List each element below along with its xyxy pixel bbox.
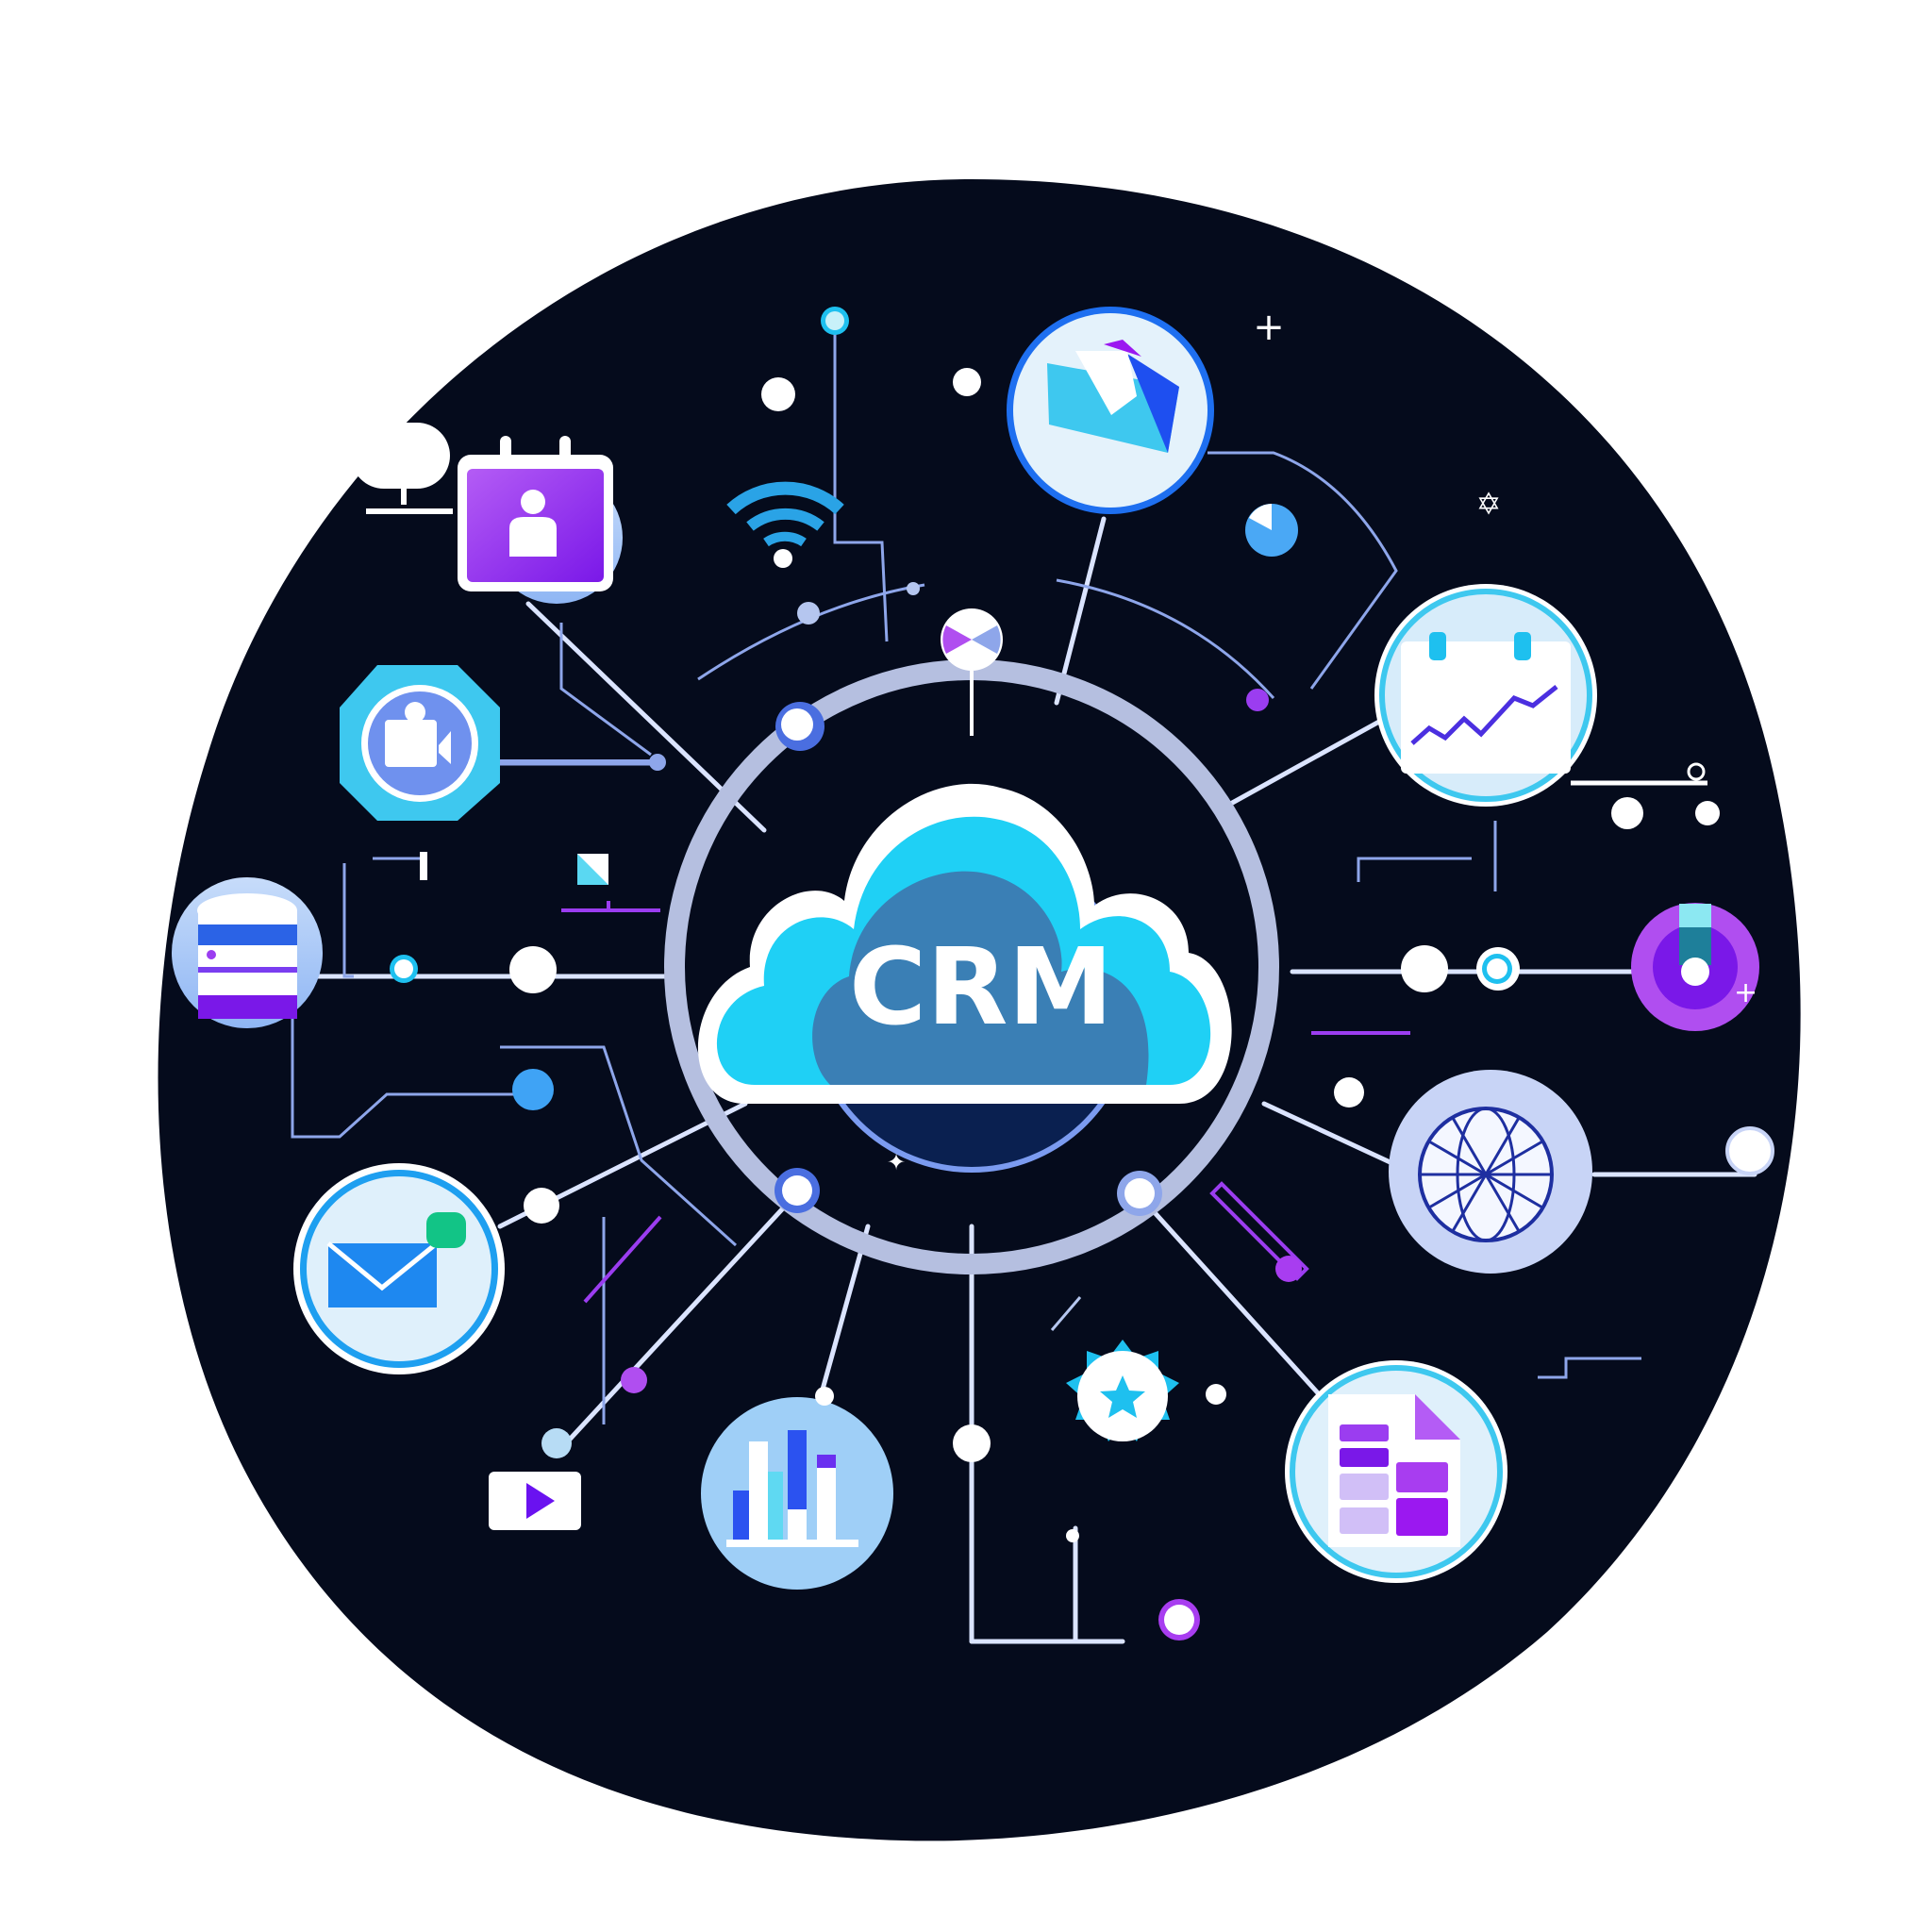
purple-node [1246,689,1269,711]
chat-bubble-node[interactable] [351,423,453,514]
email-chat-node[interactable] [293,1163,505,1374]
blue-node [512,1069,554,1110]
star-badge-node[interactable] [1066,1340,1179,1441]
pie-chart-ring-node [941,608,1003,736]
hash-marks [1050,1296,1082,1331]
purple-node [621,1367,647,1393]
document-report-node[interactable] [1285,1360,1507,1583]
database-node[interactable] [172,877,323,1028]
thin-lines [291,325,1641,1424]
six-point-star-icon: ✡ [1476,486,1502,522]
bar-chart-node[interactable] [701,1397,893,1590]
slider-dot [1275,1256,1302,1282]
connector-lines [308,516,1757,1644]
globe-network-node[interactable] [1389,1070,1592,1274]
plus-icon: + [1253,306,1285,349]
crm-title: CRM [849,926,1113,1049]
plus-icon: + [1734,976,1757,1009]
pie-chart-small [1245,504,1298,557]
calendar-trend-node[interactable] [1374,584,1597,807]
crm-cloud: CRM [697,783,1232,1104]
video-play-node[interactable] [489,1472,581,1530]
donut-analytics-node[interactable]: + [1631,903,1759,1031]
email-open-node[interactable] [1007,307,1214,514]
junction-node [509,946,557,993]
purple-accents [561,901,1410,1304]
sparkle-icon: ✦ [887,1149,906,1175]
junction-node [953,1424,991,1462]
wifi-icon [726,481,844,568]
ring-nodes [774,702,1162,1216]
video-call-node[interactable] [340,665,500,821]
contact-calendar-node[interactable] [458,436,623,604]
